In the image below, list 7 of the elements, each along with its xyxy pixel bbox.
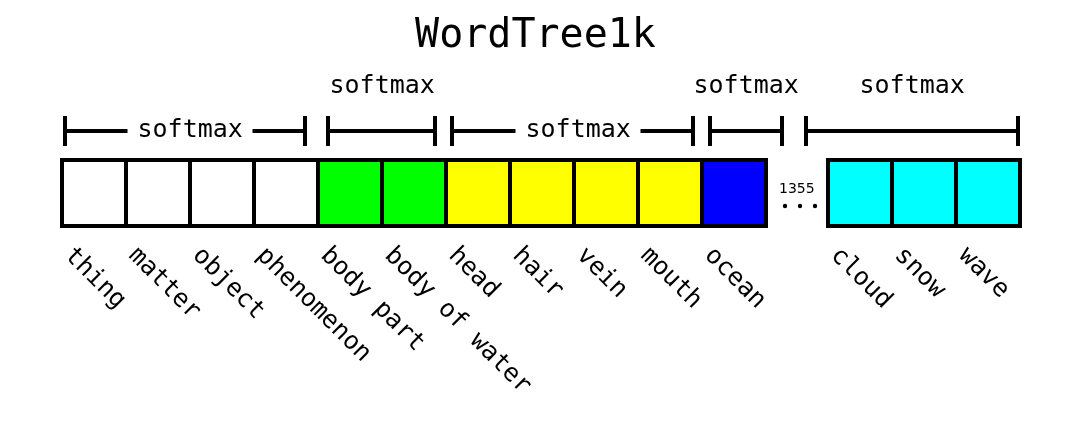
softmax-label: softmax <box>859 70 965 99</box>
softmax-label: softmax <box>329 70 435 99</box>
diagram-title: WordTree1k <box>414 10 657 56</box>
softmax-label: softmax <box>137 114 243 143</box>
softmax-label: softmax <box>525 114 631 143</box>
softmax-label: softmax <box>693 70 799 99</box>
count-label: 1355 <box>779 180 815 196</box>
